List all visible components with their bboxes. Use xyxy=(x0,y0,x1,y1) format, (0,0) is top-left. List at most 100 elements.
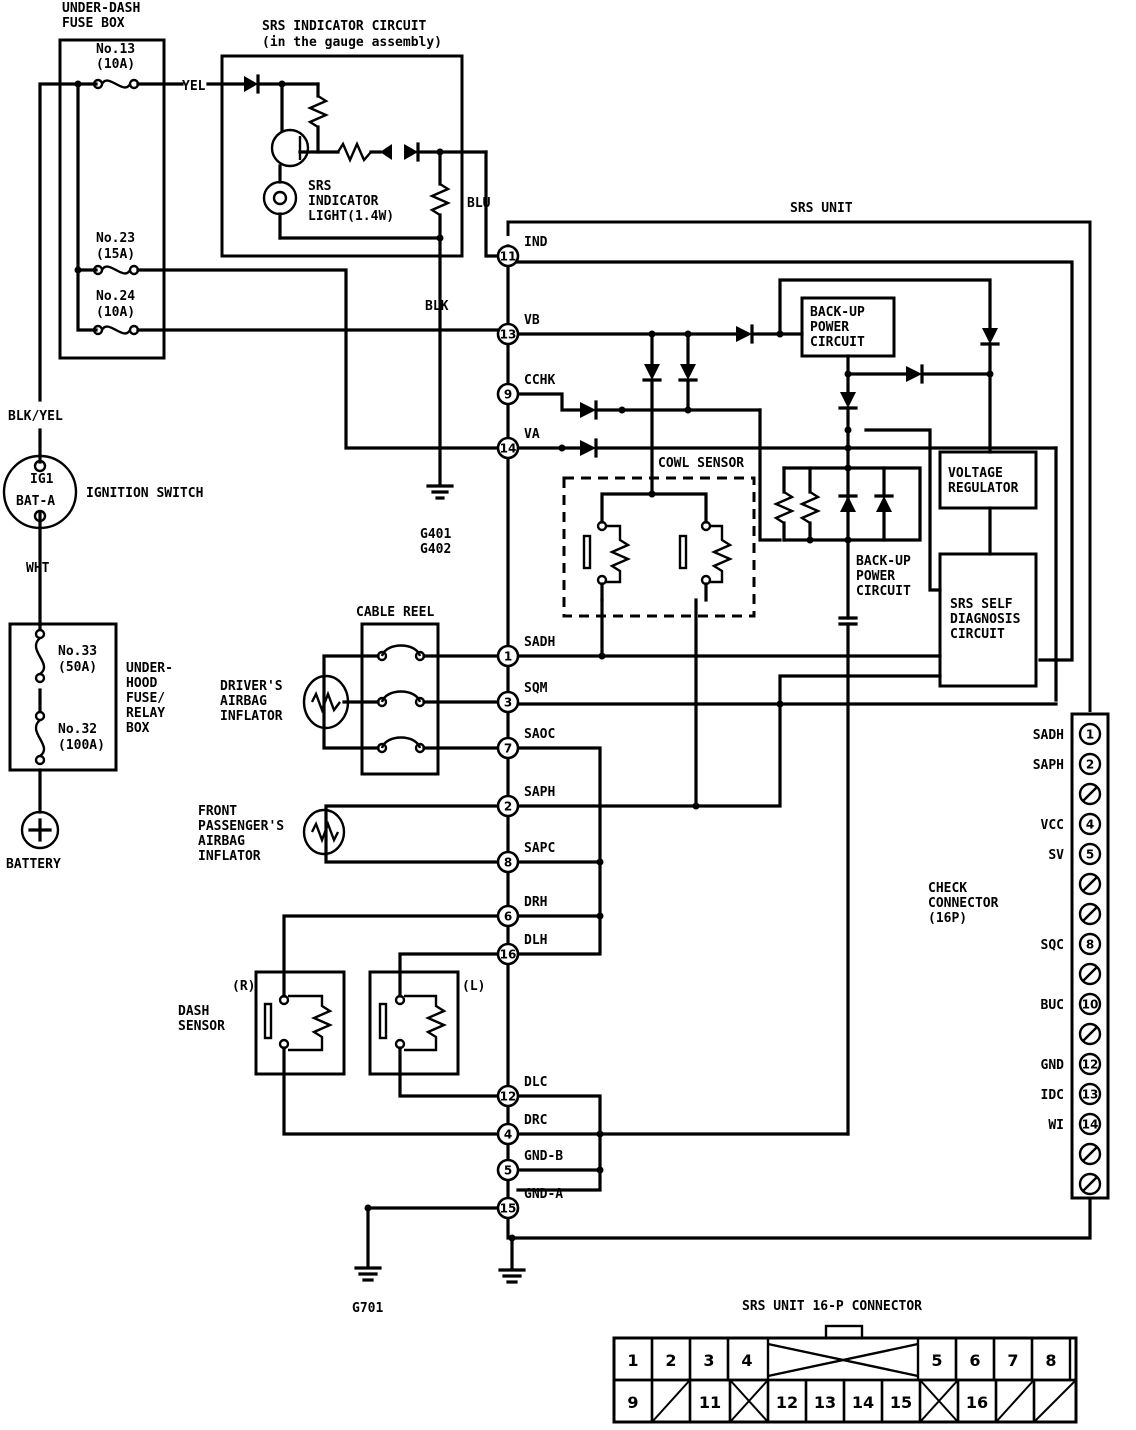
srs-unit-pins: 11IND13VB9CCHK14VA1SADH3SQM7SAOC2SAPH8SA… xyxy=(496,235,563,1220)
connector-cell: 12 xyxy=(766,1378,808,1424)
check-terminal-name: WI xyxy=(1048,1118,1064,1133)
check-terminal-name: SQC xyxy=(1041,938,1064,953)
pin-number: 11 xyxy=(500,250,517,264)
check-terminal: 14 WI xyxy=(1048,1112,1102,1136)
backup-power-circuit-2-label: BACK-UP POWER CIRCUIT xyxy=(856,554,911,599)
check-terminal xyxy=(1078,872,1102,896)
pin-5: 5 GND-B xyxy=(496,1149,563,1182)
pin-number: 12 xyxy=(500,1090,517,1104)
connector-cell: 4 xyxy=(726,1336,770,1382)
connector-cell-number: 11 xyxy=(699,1393,721,1412)
pin-name: SADH xyxy=(524,635,555,650)
under-hood-fuse-box xyxy=(8,622,118,772)
connector-cell xyxy=(918,1378,960,1424)
pin-13: 13 VB xyxy=(496,313,540,346)
pin-name: GND-B xyxy=(524,1149,563,1164)
srs-unit-title: SRS UNIT xyxy=(790,201,853,216)
pin-name: SQM xyxy=(524,681,548,696)
fuse-23 xyxy=(92,264,140,276)
ground-g401-symbol xyxy=(426,484,454,500)
wire-color-blk-yel: BLK/YEL xyxy=(8,409,63,424)
connector-cell-number: 7 xyxy=(1007,1351,1018,1370)
fuse-32 xyxy=(34,710,46,766)
check-terminal: 10 BUC xyxy=(1041,992,1102,1016)
cowl-sensor xyxy=(562,476,756,618)
pin-name: CCHK xyxy=(524,373,555,388)
connector-cell: 5 xyxy=(916,1336,958,1382)
connector-cell-number: 1 xyxy=(627,1351,638,1370)
pin-name: DRH xyxy=(524,895,547,910)
svg-text:No.24: No.24 xyxy=(96,289,135,304)
pin-number: 4 xyxy=(504,1128,512,1142)
pin-number: 16 xyxy=(500,948,517,962)
connector-cell-number: 2 xyxy=(665,1351,676,1370)
check-terminal-name: BUC xyxy=(1041,998,1064,1013)
svg-text:CHECK: CHECK xyxy=(928,881,967,896)
fuse-24-label: No.24 (10A) xyxy=(96,289,135,320)
svg-text:FUSE BOX: FUSE BOX xyxy=(62,16,125,31)
pin-number: 6 xyxy=(504,910,512,924)
backup-power-circuit-label: BACK-UP POWER CIRCUIT xyxy=(810,305,865,350)
check-connector-body xyxy=(1070,712,1110,1200)
svg-text:(R): (R) xyxy=(232,979,255,994)
battery-symbol xyxy=(20,810,60,850)
cable-reel xyxy=(322,622,500,776)
pin-name: SAPC xyxy=(524,841,555,856)
pin-name: GND-A xyxy=(524,1187,563,1202)
svg-text:DIAGNOSIS: DIAGNOSIS xyxy=(950,612,1021,627)
svg-text:AIRBAG: AIRBAG xyxy=(198,834,245,849)
svg-text:LIGHT(1.4W): LIGHT(1.4W) xyxy=(308,209,394,224)
check-terminal-name: VCC xyxy=(1041,818,1064,833)
svg-text:G402: G402 xyxy=(420,542,451,557)
driver-airbag-label: DRIVER'S AIRBAG INFLATOR xyxy=(220,679,283,724)
check-terminal-number: 5 xyxy=(1086,848,1094,862)
connector-cell: 11 xyxy=(688,1378,732,1424)
svg-text:SRS SELF: SRS SELF xyxy=(950,597,1013,612)
check-terminal xyxy=(1078,1172,1102,1196)
pin-name: IND xyxy=(524,235,548,250)
pin-number: 5 xyxy=(504,1164,512,1178)
pin-name: VB xyxy=(524,313,540,328)
svg-text:No.13: No.13 xyxy=(96,42,135,57)
pin-number: 14 xyxy=(500,442,517,456)
under-dash-fuse-box xyxy=(58,38,166,360)
ignition-switch xyxy=(2,454,78,530)
svg-text:AIRBAG: AIRBAG xyxy=(220,694,267,709)
connector-cell: 9 xyxy=(612,1378,654,1424)
pin-3: 3 SQM xyxy=(496,681,548,714)
dash-sensor-l xyxy=(368,952,500,1098)
pin-number: 8 xyxy=(504,856,512,870)
check-terminal-number: 12 xyxy=(1082,1058,1099,1072)
pin-number: 9 xyxy=(504,388,512,402)
srs-internal-wiring xyxy=(498,260,1092,1284)
indicator-circuit-box xyxy=(220,54,464,258)
driver-airbag-symbol xyxy=(302,674,350,730)
svg-text:SRS INDICATOR CIRCUIT: SRS INDICATOR CIRCUIT xyxy=(262,19,427,34)
voltage-regulator-label: VOLTAGE REGULATOR xyxy=(948,466,1019,496)
passenger-airbag-label: FRONT PASSENGER'S AIRBAG INFLATOR xyxy=(198,804,284,864)
check-terminal xyxy=(1078,782,1102,806)
svg-text:SRS: SRS xyxy=(308,179,332,194)
check-terminal-number: 10 xyxy=(1082,998,1099,1012)
pin-number: 2 xyxy=(504,800,512,814)
check-terminal-number: 14 xyxy=(1082,1118,1099,1132)
check-terminal-number: 4 xyxy=(1086,818,1094,832)
srs-unit-outline xyxy=(506,220,1092,712)
dash-sensor-label: DASH SENSOR (R) (L) xyxy=(178,979,485,1034)
svg-text:RELAY: RELAY xyxy=(126,706,165,721)
connector-cell-number: 5 xyxy=(931,1351,942,1370)
dash-sensor-r xyxy=(254,914,500,1136)
connector-cell xyxy=(728,1378,770,1424)
svg-text:CIRCUIT: CIRCUIT xyxy=(810,335,865,350)
svg-text:BACK-UP: BACK-UP xyxy=(810,305,865,320)
pin-number: 13 xyxy=(500,328,517,342)
check-terminal-name: IDC xyxy=(1041,1088,1064,1103)
fuse-13-label: No.13 (10A) xyxy=(96,42,135,72)
pin-number: 3 xyxy=(504,696,512,710)
